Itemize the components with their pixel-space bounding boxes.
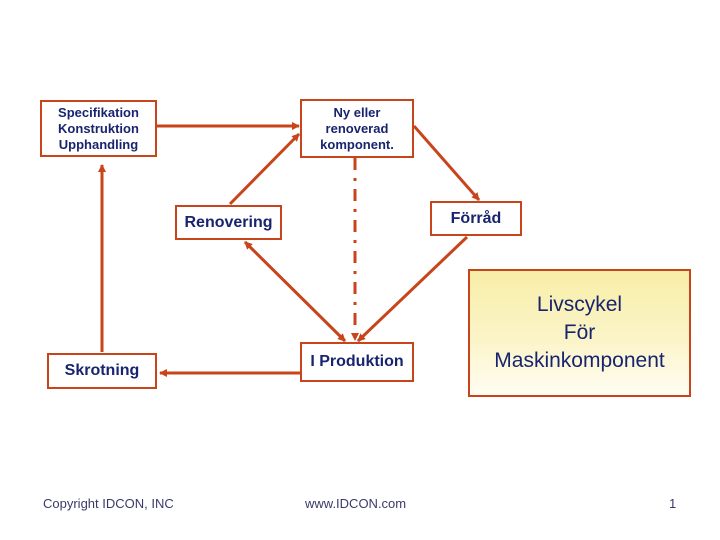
forrad-node: Förråd [430, 201, 522, 236]
skrotning-label: Skrotning [64, 362, 140, 379]
forrad-label: Förråd [450, 209, 502, 227]
arrow-produktion-renovering [243, 240, 347, 343]
footer-copyright: Copyright IDCON, INC [43, 496, 174, 511]
footer-page-number: 1 [669, 496, 677, 511]
spec-line-3: Upphandling [58, 136, 139, 152]
title-line-3: Maskinkomponent [494, 349, 665, 372]
renovering-node: Renovering [175, 205, 282, 240]
title-line-2: För [563, 321, 596, 344]
title-line-1: Livscykel [536, 293, 623, 316]
title-box: Livscykel För Maskinkomponent [468, 269, 691, 397]
arrow-renovering-to-new [228, 132, 301, 206]
produktion-label: I Produktion [310, 353, 404, 370]
skrotning-node: Skrotning [47, 353, 157, 389]
footer-website: www.IDCON.com [305, 496, 407, 511]
new-component-line-3: komponent. [320, 136, 394, 152]
spec-line-1: Specifikation [58, 104, 139, 120]
new-component-line-2: renoverad [325, 120, 389, 136]
renovering-label: Renovering [184, 213, 273, 231]
spec-line-2: Konstruktion [58, 120, 139, 136]
spec-node: Specifikation Konstruktion Upphandling [40, 100, 157, 157]
new-component-node: Ny eller renoverad komponent. [300, 99, 414, 158]
arrow-forrad-to-produktion [356, 235, 469, 343]
produktion-node: I Produktion [300, 342, 414, 382]
new-component-line-1: Ny eller [333, 104, 381, 120]
arrow-new-to-forrad [412, 125, 481, 201]
